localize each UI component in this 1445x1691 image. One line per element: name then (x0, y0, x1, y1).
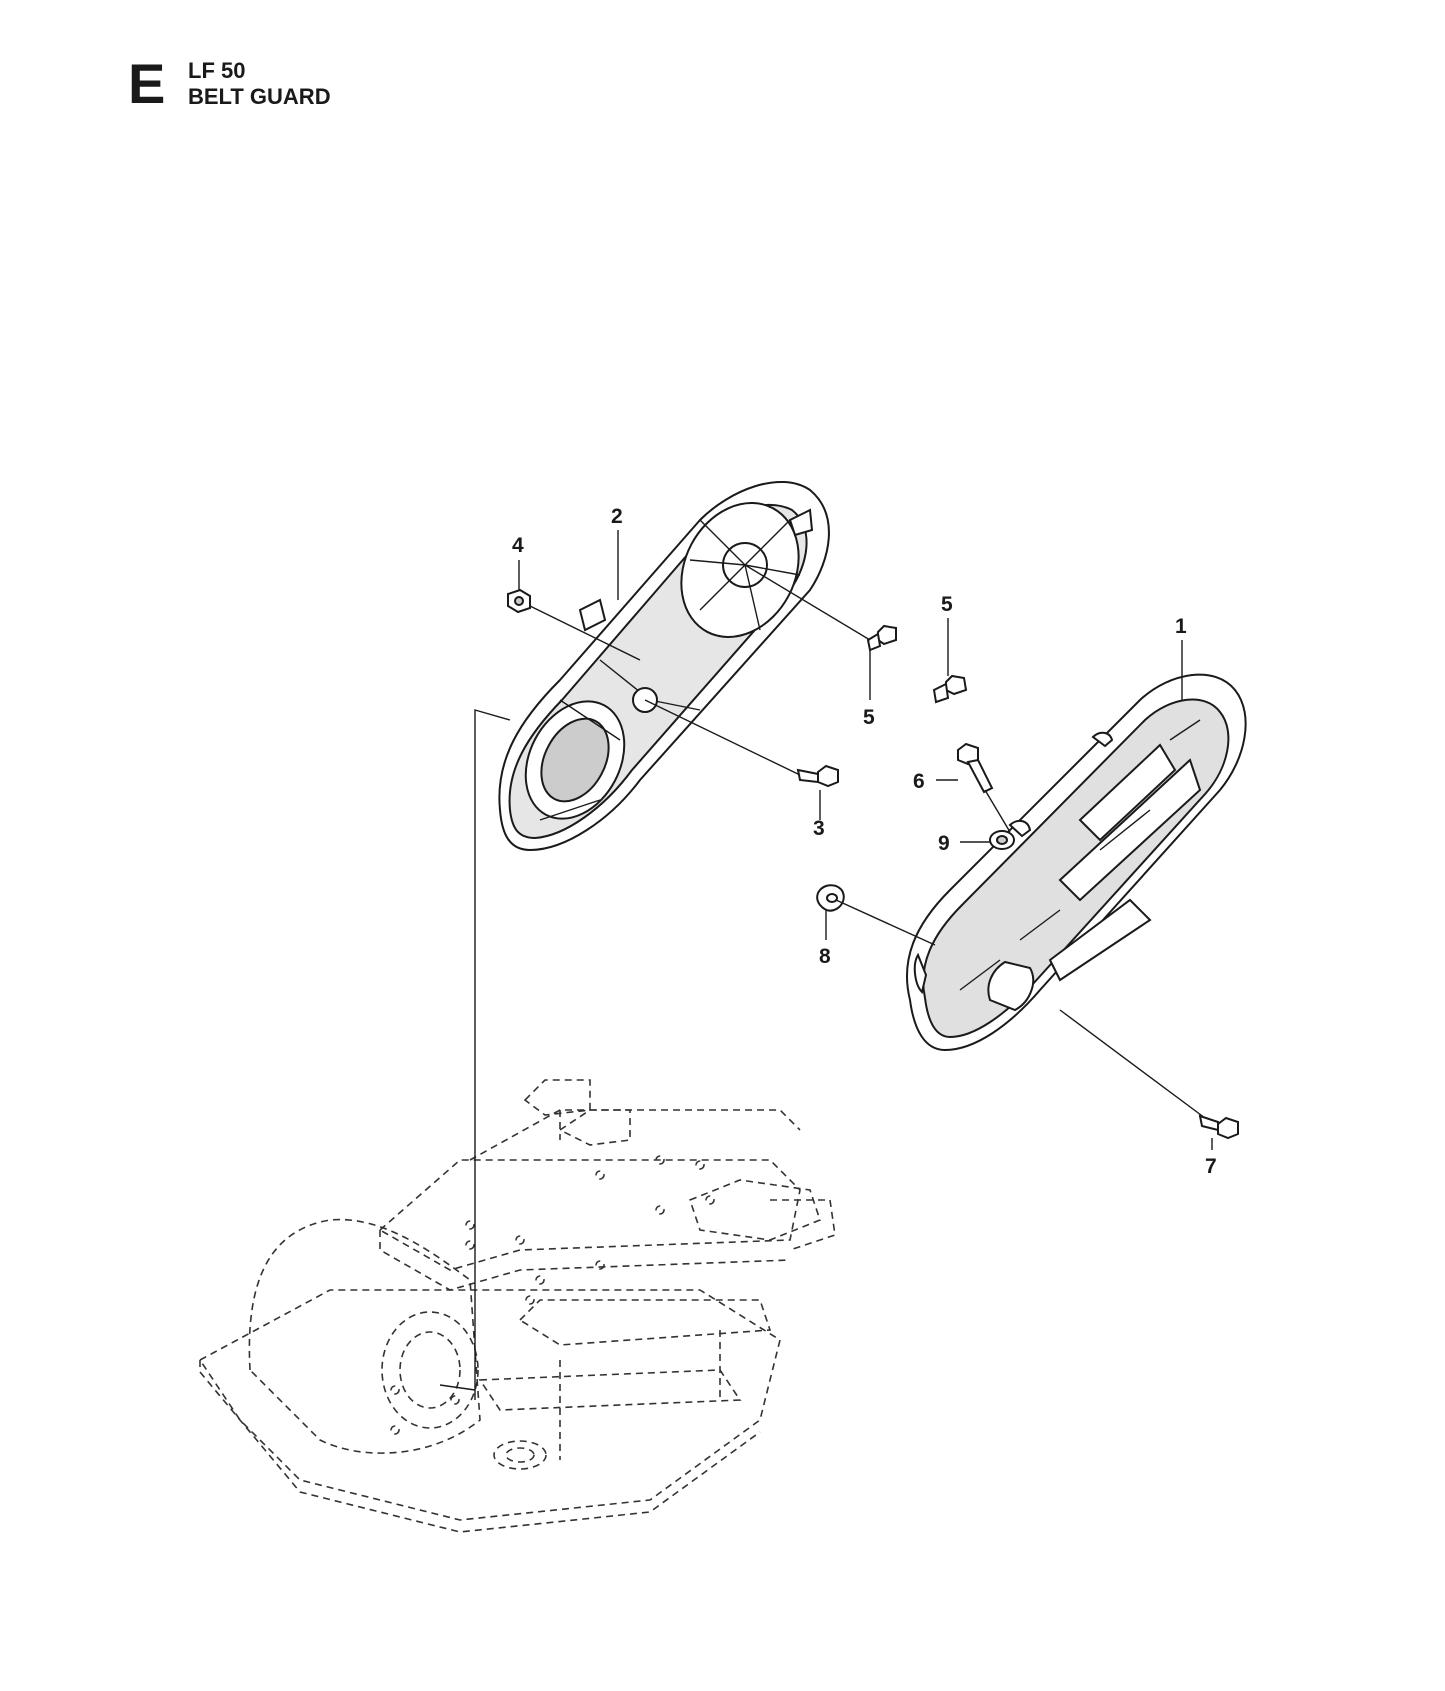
section-letter: E (128, 52, 166, 115)
callout-5-upper: 5 (941, 593, 953, 616)
assembly-line-base (439, 1384, 476, 1391)
callout-5-lower: 5 (863, 706, 875, 729)
callout-9: 9 (938, 832, 950, 855)
clip-part-8 (816, 884, 845, 912)
screw-part-3 (796, 764, 839, 788)
screw-part-6 (957, 742, 994, 794)
screw-part-5-upper (866, 624, 897, 652)
screw-part-5-lower (932, 674, 968, 704)
callout-3: 3 (813, 817, 825, 840)
assembly-line-inner-guard (474, 709, 511, 1400)
callout-leaders (518, 530, 1213, 1150)
diagram-title: BELT GUARD (188, 84, 331, 109)
callout-6: 6 (913, 770, 925, 793)
screw-part-7 (1198, 1114, 1239, 1140)
washer-part-9 (989, 830, 1015, 850)
model-name: LF 50 (188, 58, 246, 83)
callout-7: 7 (1205, 1155, 1217, 1178)
machine-base-outline (198, 1079, 836, 1533)
inner-belt-guard (498, 481, 830, 852)
callout-1: 1 (1175, 615, 1187, 638)
callout-2: 2 (611, 505, 623, 528)
callout-4: 4 (512, 534, 524, 557)
assembly-lines (529, 564, 1206, 1119)
callout-8: 8 (819, 945, 831, 968)
nut-part-4 (507, 588, 531, 614)
outer-belt-guard (906, 673, 1247, 1052)
